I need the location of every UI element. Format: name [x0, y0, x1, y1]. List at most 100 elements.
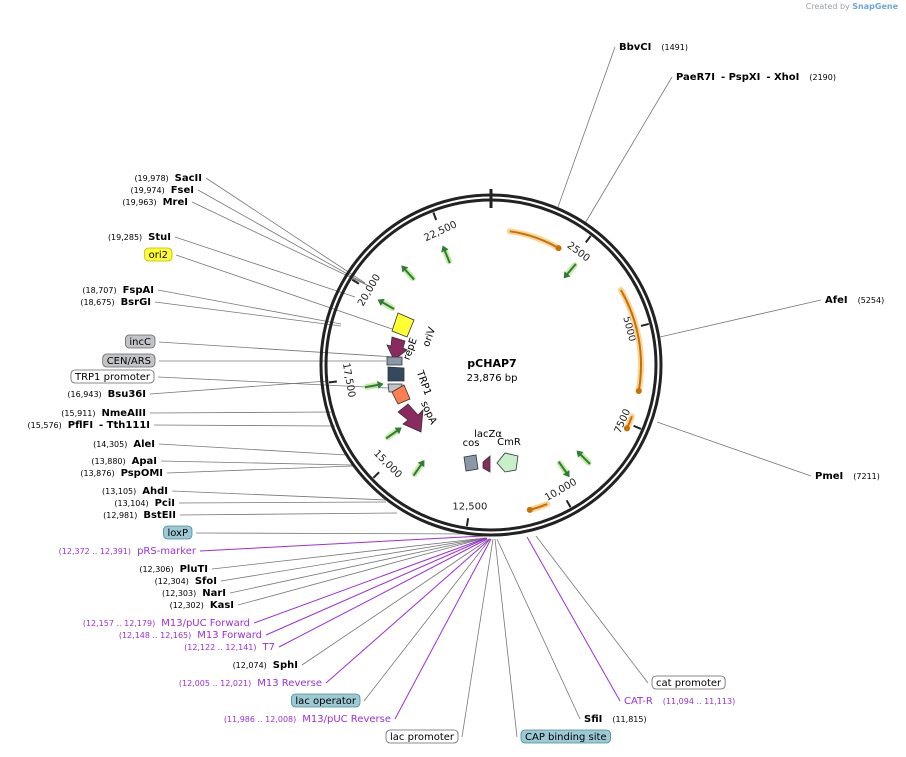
- feature-label-box: [124, 334, 156, 349]
- tick-label: 17,500: [340, 362, 357, 398]
- leader-line: [496, 538, 581, 720]
- site-position: (12,005 .. 12,021): [179, 679, 251, 688]
- leader-line: [265, 537, 488, 636]
- site-label-apai: (13,880)ApaI: [91, 456, 157, 467]
- leader-lines: [149, 46, 822, 738]
- site-label-afei: AfeI(5254): [825, 295, 884, 306]
- tick-label: 12,500: [452, 501, 487, 512]
- credit-prefix: Created by: [805, 2, 850, 11]
- leader-line: [157, 376, 389, 389]
- site-name: AhdI: [142, 486, 168, 497]
- site-position: (16,943): [67, 390, 101, 399]
- site-label-trp1p: TRP1 promoter: [70, 369, 155, 384]
- site-name: BbvCI: [619, 42, 651, 53]
- site-label-nmeaiii: (15,911) NmeAIII: [61, 408, 146, 419]
- site-name: BsrGI: [121, 297, 151, 308]
- leader-line: [394, 538, 492, 720]
- credit-brand: SnapGene: [852, 2, 898, 11]
- site-name: PciI: [155, 498, 175, 509]
- site-label-catprom: cat promoter: [651, 675, 726, 690]
- feature-label-text: lac operator: [295, 696, 356, 707]
- site-name: SfoI: [195, 576, 217, 587]
- feature-shape: [386, 336, 408, 361]
- feature-label-text: TRP1 promoter: [74, 372, 151, 383]
- feature-arcs: [506, 228, 644, 513]
- tick-label: 10,000: [543, 477, 579, 504]
- site-label-t7: (12,122 .. 12,141)T7: [184, 642, 275, 653]
- site-position: (13,105): [102, 487, 136, 496]
- leader-line: [179, 512, 398, 516]
- tick-mark: [584, 235, 592, 243]
- site-label-sphi: (12,074)SphI: [233, 660, 298, 671]
- site-name: PspOMI: [121, 468, 163, 479]
- site-position: (13,104): [114, 499, 148, 508]
- site-name: PluTI: [180, 564, 208, 575]
- feature-label-box: [70, 369, 155, 384]
- feature-label: cos: [463, 438, 480, 449]
- orange-arc-head: [623, 425, 630, 432]
- feature-label-text: CEN/ARS: [107, 356, 151, 367]
- green-feature-arrow: [576, 450, 592, 466]
- site-name: SphI: [273, 660, 298, 671]
- leader-line: [199, 535, 484, 552]
- feature-shape: [397, 403, 424, 433]
- site-name: PflFI: [68, 420, 93, 431]
- site-label-m13fwd: (12,148 .. 12,165)M13 Forward: [119, 630, 262, 641]
- site-name-extra: - PspXI: [721, 72, 760, 83]
- green-feature-arrow: [384, 427, 402, 441]
- site-position: (12,303): [162, 589, 196, 598]
- site-label-stui: (19,285) StuI: [108, 232, 171, 243]
- site-label-sacii: (19,978)SacII: [134, 173, 202, 184]
- site-label-sfii: SfiI(11,815): [584, 714, 647, 725]
- plasmid-name: pCHAP7: [467, 357, 516, 370]
- feature-shape: [391, 312, 415, 338]
- site-name: T7: [262, 642, 275, 653]
- feature-shape: [463, 454, 479, 472]
- site-name: KasI: [210, 600, 234, 611]
- site-position: (15,911): [61, 409, 95, 418]
- site-name: M13 Forward: [197, 630, 262, 641]
- leader-line: [153, 424, 336, 427]
- site-label-m13puc: (12,157 .. 12,179)M13/pUC Forward: [83, 618, 250, 629]
- tick-label: 2500: [565, 240, 592, 264]
- site-position: (15,576): [28, 421, 62, 430]
- tick-mark: [328, 380, 337, 384]
- feature-label-box: [102, 353, 156, 368]
- feature-label-text: CAP binding site: [525, 732, 607, 743]
- leader-line: [535, 535, 649, 684]
- site-position: (19,285): [108, 233, 142, 242]
- tick-mark: [372, 471, 380, 479]
- leader-line: [461, 538, 494, 738]
- site-name: PaeR7I: [676, 72, 715, 83]
- feature-label-text: ori2: [149, 250, 168, 261]
- leader-line: [363, 538, 491, 702]
- plasmid-length: 23,876 bp: [467, 373, 518, 384]
- leader-line: [583, 76, 673, 226]
- green-feature-arrow: [377, 299, 396, 311]
- site-position: (12,306): [139, 565, 173, 574]
- site-name: StuI: [148, 232, 171, 243]
- site-label-pspomi: (13,876)PspOMI: [80, 468, 163, 479]
- orange-arc-head: [526, 506, 533, 513]
- feature-label-box: [651, 675, 726, 690]
- site-name: NarI: [202, 588, 226, 599]
- site-label-nari: (12,303) NarI: [162, 588, 226, 599]
- site-name: M13/pUC Reverse: [302, 714, 391, 725]
- site-position: (18,675): [80, 298, 114, 307]
- site-label-catr: CAT-R(11,094 .. 11,113): [624, 696, 735, 707]
- feature-shape: [387, 366, 405, 382]
- green-feature-arrow: [411, 460, 425, 477]
- leader-line: [656, 421, 812, 477]
- site-name: Bsu36I: [108, 389, 146, 400]
- site-position: (19,978): [134, 174, 168, 183]
- site-position: (11,094 .. 11,113): [663, 697, 735, 706]
- small-arrows: [363, 245, 592, 478]
- orange-arc-halo: [506, 228, 562, 252]
- leader-line: [157, 289, 342, 325]
- site-label-kasi: (12,302)KasI: [170, 600, 234, 611]
- feature-label-text: lac promoter: [390, 732, 455, 743]
- site-name: NmeAIII: [102, 408, 146, 419]
- site-label-fspai: (18,707)FspAI: [82, 285, 154, 296]
